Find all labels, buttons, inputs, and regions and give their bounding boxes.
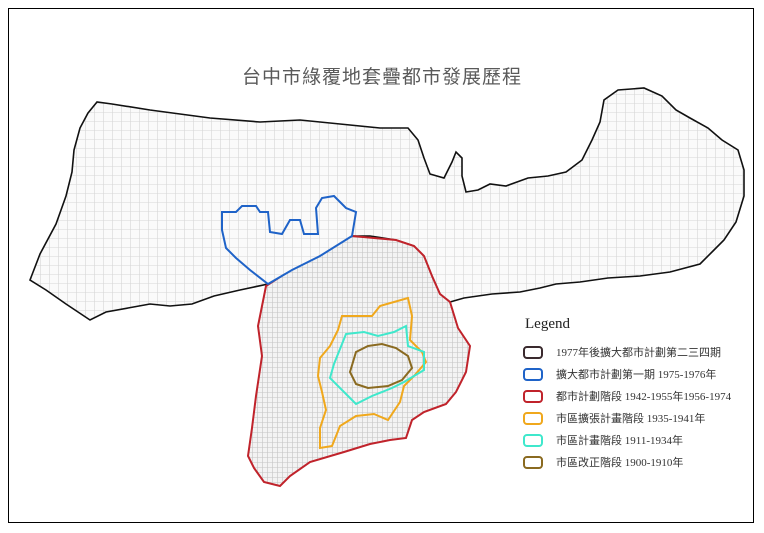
legend-item-1942-1974: 都市計劃階段 1942-1955年1956-1974 [523, 385, 758, 407]
map-title: 台中市綠覆地套疊都市發展歷程 [241, 66, 522, 88]
legend-title: Legend [525, 316, 570, 332]
legend-label: 市區改正階段 1900-1910年 [556, 457, 684, 469]
legend-label: 市區計畫階段 1911-1934年 [556, 435, 684, 447]
legend-swatch [523, 433, 543, 447]
boundary-1911-1934 [328, 324, 425, 406]
boundary-1975-1976 [221, 194, 358, 286]
legend-item-1975-1976: 擴大都市計劃第一期 1975-1976年 [523, 363, 758, 385]
legend-item-1977-onward: 1977年後擴大都市計劃第二三四期 [523, 341, 758, 363]
legend-swatch [523, 345, 543, 359]
boundary-1977-onward [29, 87, 745, 321]
legend-item-1935-1941: 市區擴張計畫階段 1935-1941年 [523, 407, 758, 429]
legend: Legend 1977年後擴大都市計劃第二三四期 擴大都市計劃第一期 1975-… [523, 316, 758, 473]
legend-swatch [523, 367, 543, 381]
legend-swatch [523, 411, 543, 425]
legend-label: 都市計劃階段 1942-1955年1956-1974 [556, 391, 732, 403]
legend-label: 1977年後擴大都市計劃第二三四期 [556, 347, 721, 359]
legend-label: 擴大都市計劃第一期 1975-1976年 [556, 369, 717, 381]
boundary-1900-1910 [348, 342, 414, 390]
legend-swatch [523, 389, 543, 403]
legend-item-1900-1910: 市區改正階段 1900-1910年 [523, 451, 758, 473]
boundary-1942-1974 [246, 234, 472, 488]
boundary-1935-1941 [316, 296, 428, 450]
legend-swatch [523, 455, 543, 469]
legend-label: 市區擴張計畫階段 1935-1941年 [556, 413, 706, 425]
legend-item-1911-1934: 市區計畫階段 1911-1934年 [523, 429, 758, 451]
